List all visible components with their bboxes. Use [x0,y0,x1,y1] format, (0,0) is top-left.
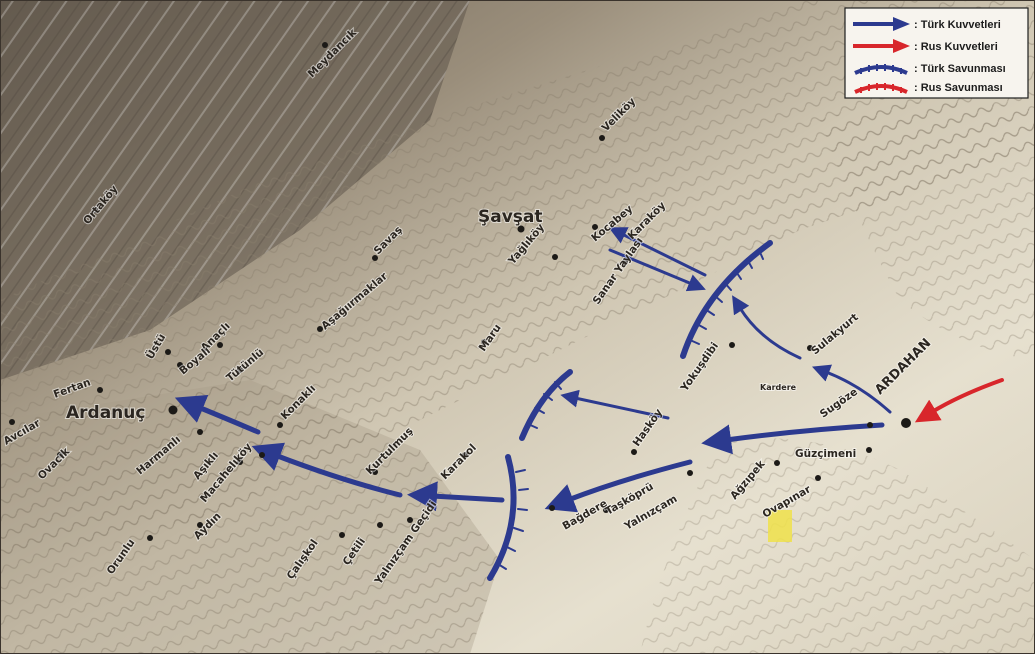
arrow-ardahan-guzcimeni [701,422,885,455]
arrow-gecit [407,481,505,512]
turk-force-arrows [174,227,892,513]
legend-item-rus-defense: : Rus Savunması [854,82,1003,94]
legend-label-turk-defense: : Türk Savunması [914,63,1006,75]
legend-item-turk-forces: : Türk Kuvvetleri [853,17,1001,31]
label-ardanuc: Ardanuç [66,403,145,423]
defense-line-north [680,240,773,359]
legend-item-rus-forces: : Rus Kuvvetleri [853,39,998,53]
label-guzcimeni: Güzçimeni [795,448,856,460]
arrow-ardahan-yokusdibi [811,364,892,414]
defense-line-south [487,454,517,581]
yellow-highlight-area [768,510,792,542]
arrow-to-macahel [251,442,403,498]
label-savsat: Şavşat [478,207,543,227]
legend-item-turk-defense: : Türk Savunması [854,63,1006,75]
arrow-to-ardanuc [174,394,261,435]
label-kardere: Kardere [760,383,797,392]
defense-line-mid [519,369,573,441]
arrow-haskoy-mid [560,389,670,420]
arrow-to-bagdere [544,459,693,513]
legend: : Türk Kuvvetleri : Rus Kuvvetleri : Tür… [844,7,1029,99]
turk-defense-lines [487,240,773,581]
legend-label-rus-forces: : Rus Kuvvetleri [914,41,998,53]
settlement-dots [9,42,911,541]
arrow-sanar-2 [608,248,706,292]
rus-force-arrow [914,378,1004,423]
legend-label-turk-forces: : Türk Kuvvetleri [914,19,1001,31]
legend-label-rus-defense: : Rus Savunması [914,82,1003,94]
arrow-to-north-line [732,295,802,360]
arrow-sanar-1 [608,227,707,277]
